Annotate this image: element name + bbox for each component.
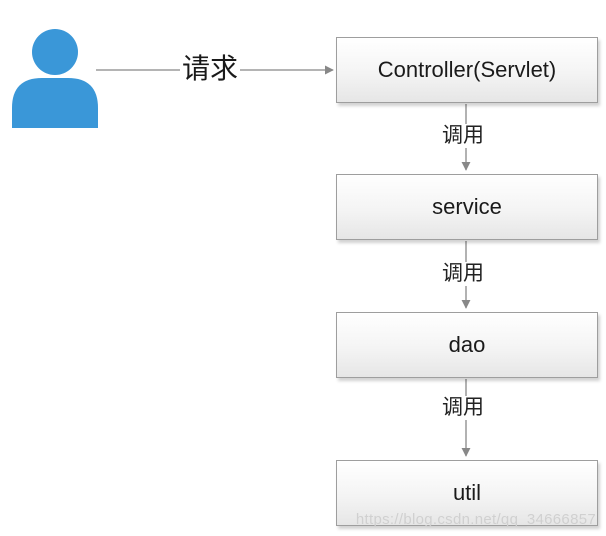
- user-icon: [12, 29, 98, 128]
- service-node-label: service: [432, 194, 502, 219]
- call-label-controller-service: 调用: [440, 124, 486, 148]
- util-node-label: util: [452, 480, 482, 505]
- request-label: 请求: [180, 52, 241, 86]
- util-node: util: [336, 460, 598, 526]
- dao-node-label: dao: [448, 332, 486, 357]
- dao-node: dao: [336, 312, 598, 378]
- controller-node: Controller(Servlet): [336, 37, 598, 103]
- watermark: https://blog.csdn.net/qq_34666857: [355, 511, 596, 528]
- service-node: service: [336, 174, 598, 240]
- call-label-dao-util: 调用: [440, 396, 486, 420]
- call-label-service-dao: 调用: [440, 262, 486, 286]
- controller-node-label: Controller(Servlet): [377, 57, 557, 82]
